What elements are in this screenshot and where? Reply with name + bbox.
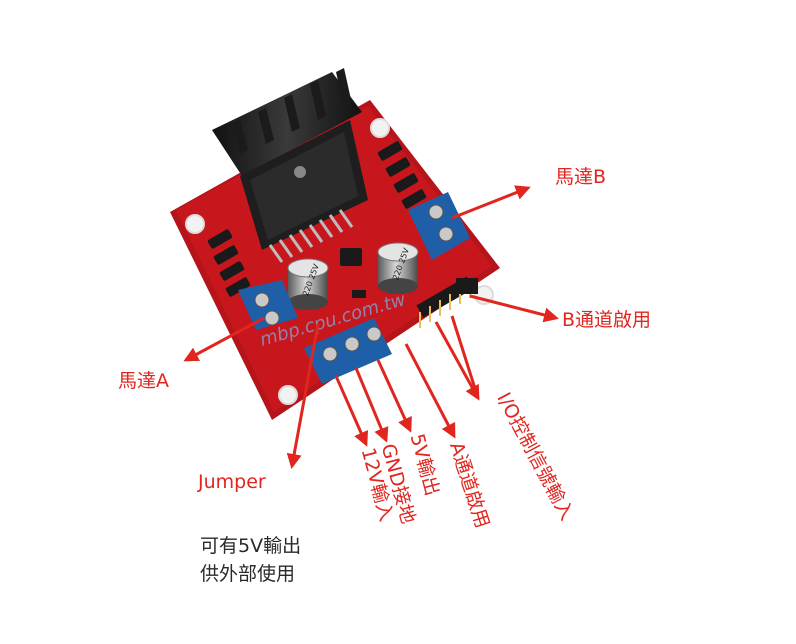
arrow-motor-a xyxy=(183,316,265,362)
label-motor-a: 馬達A xyxy=(118,370,169,392)
motor-b-terminal[interactable] xyxy=(408,192,470,260)
diodes xyxy=(207,141,427,297)
arrow-io-2 xyxy=(450,315,480,399)
label-b-channel-enable: B通道啟用 xyxy=(562,309,652,331)
note-5v-output: 可有5V輸出 供外部使用 xyxy=(200,532,301,588)
arrow-motor-b xyxy=(451,185,531,220)
arrow-12v xyxy=(334,375,369,447)
heatsink xyxy=(212,68,368,250)
power-terminal[interactable] xyxy=(304,318,392,384)
enable-jumper-header xyxy=(456,278,478,294)
driver-chip-pins xyxy=(268,209,354,263)
arrow-jumper xyxy=(286,323,320,469)
label-motor-b: 馬達B xyxy=(555,166,607,188)
motor-a-terminal[interactable] xyxy=(238,280,298,330)
label-jumper: Jumper xyxy=(198,471,266,493)
arrow-gnd xyxy=(354,367,389,443)
note-line-2: 供外部使用 xyxy=(200,563,296,585)
arrow-a-enable xyxy=(404,343,456,439)
capacitor-left xyxy=(287,258,329,310)
arrow-io-1 xyxy=(434,321,480,401)
arrow-5v xyxy=(376,359,412,433)
arrow-b-enable xyxy=(469,294,559,323)
note-line-1: 可有5V輸出 xyxy=(200,535,302,557)
annotation-arrows xyxy=(183,185,559,469)
capacitor-right xyxy=(377,242,419,294)
